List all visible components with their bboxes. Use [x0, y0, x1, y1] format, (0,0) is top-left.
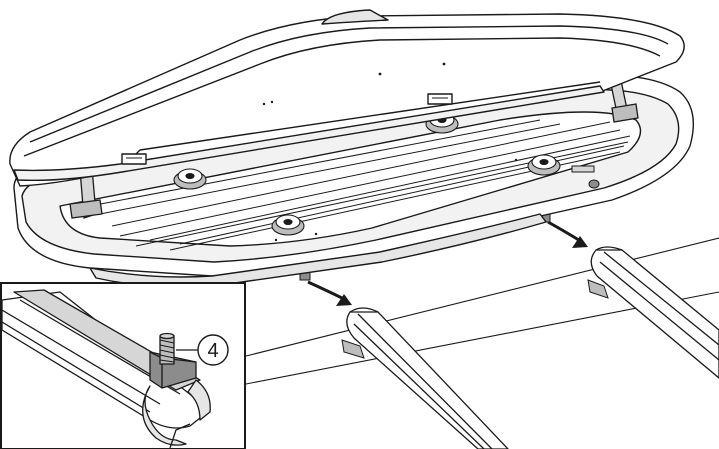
mounting-clamp-front-right [271, 214, 305, 236]
mounting-clamp-front-left [173, 168, 207, 190]
lid-rivets [262, 62, 518, 242]
front-crossbar [341, 307, 509, 449]
roof-box-lid [9, 9, 685, 187]
callout-number: 4 [207, 340, 218, 362]
inset-t-bolt-stem [159, 332, 175, 365]
mounting-clamps [173, 112, 561, 236]
rear-crossbar [587, 246, 719, 379]
inset-crossbar-end [142, 385, 187, 446]
side-lock [571, 165, 600, 189]
mounting-clamp-rear-right [527, 154, 561, 176]
callout-circle [197, 334, 229, 366]
inset-detail: 4 [0, 282, 246, 449]
